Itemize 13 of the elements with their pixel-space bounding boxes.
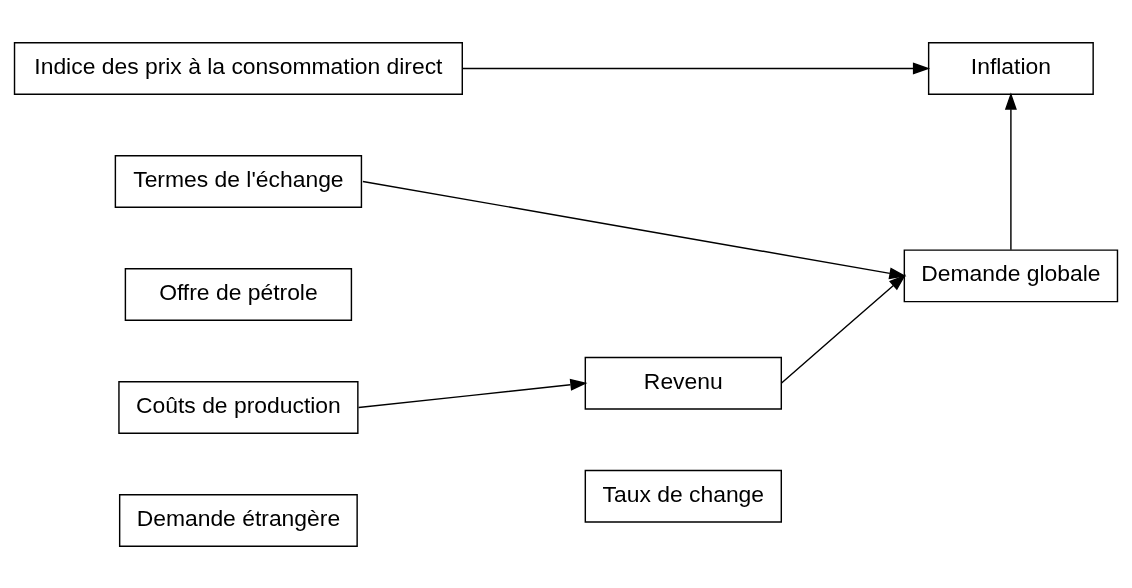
node-box: Termes de l'échange bbox=[114, 154, 363, 208]
arrow bbox=[357, 378, 588, 408]
node-box: Demande étrangère bbox=[118, 493, 358, 547]
node-box: Inflation bbox=[927, 41, 1094, 95]
node-box: Offre de pétrole bbox=[124, 267, 353, 321]
arrow bbox=[461, 61, 931, 74]
arrow bbox=[1004, 91, 1017, 250]
node-box: Demande globale bbox=[903, 248, 1119, 302]
arrow bbox=[780, 273, 906, 384]
node-box: Taux de change bbox=[584, 469, 782, 523]
node-box: Revenu bbox=[584, 356, 782, 410]
node-box: Indice des prix à la consommation direct bbox=[13, 41, 463, 95]
node-box: Coûts de production bbox=[118, 380, 359, 434]
